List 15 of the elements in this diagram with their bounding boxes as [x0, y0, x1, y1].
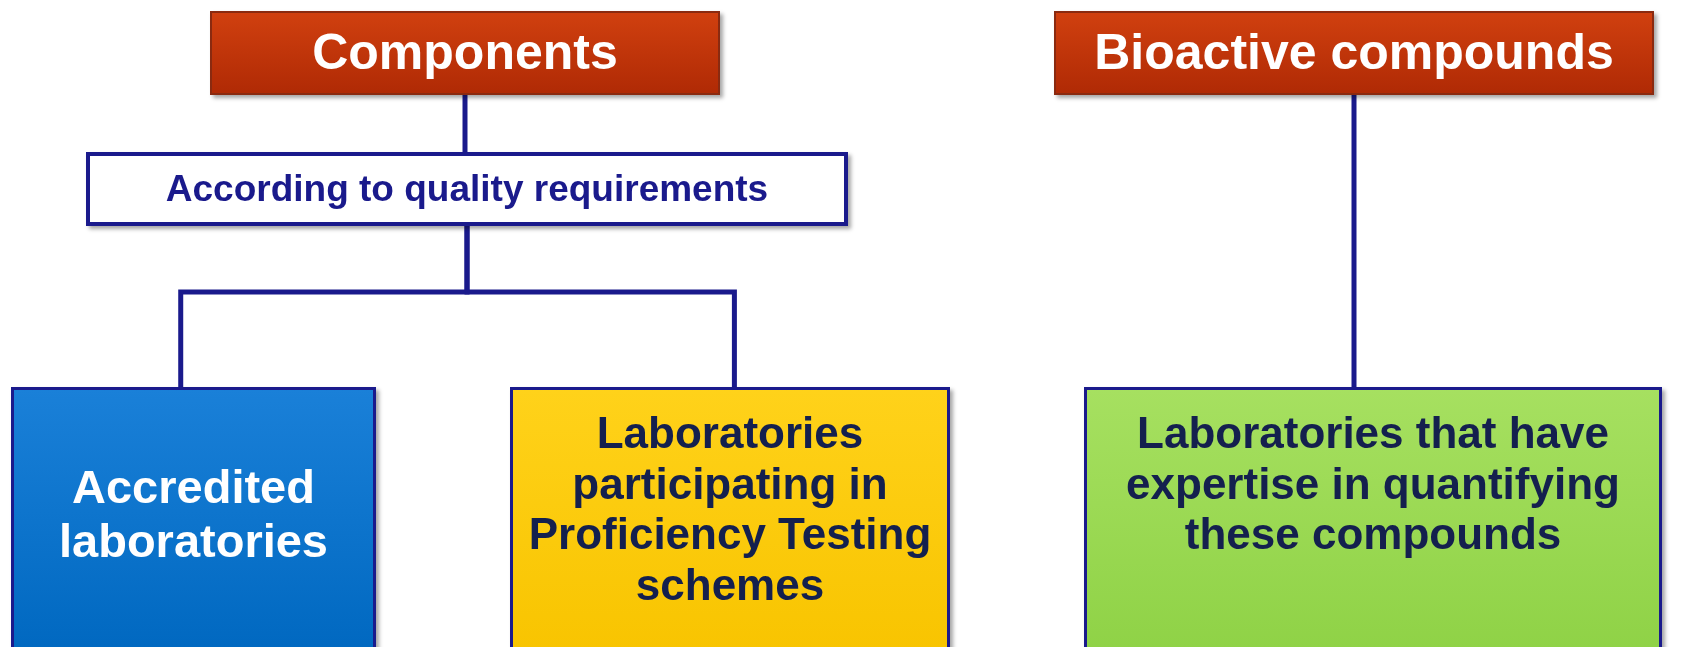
box-label: Laboratories participating in Proficiency Testing schemes [527, 408, 933, 611]
box-label: Laboratories that have expertise in quantifying these compounds [1125, 408, 1621, 560]
box-label: Bioactive compounds [1094, 24, 1614, 82]
connector-line [1351, 95, 1357, 387]
box-label: According to quality requirements [165, 167, 769, 211]
process-box [1084, 387, 1662, 647]
connector-line [464, 226, 737, 387]
process-box [11, 387, 376, 647]
category-box [86, 152, 848, 226]
connector-line [462, 95, 468, 152]
title-box [210, 11, 720, 95]
process-box [510, 387, 950, 647]
box-label: Accredited laboratories [57, 460, 329, 569]
box-label: Components [312, 24, 618, 82]
title-box [1054, 11, 1654, 95]
